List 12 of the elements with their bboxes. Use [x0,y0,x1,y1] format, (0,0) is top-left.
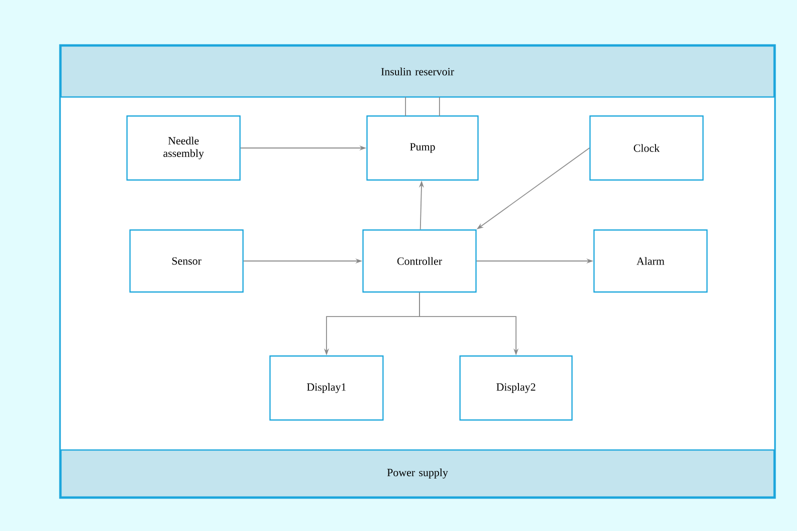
block-box: Clock [589,115,704,181]
band: Power supply [60,449,775,498]
block-box: Alarm [593,229,708,293]
block-box: Needle assembly [126,115,241,181]
block-box: Pump [366,115,479,181]
block-box: Controller [362,229,477,293]
block-box: Display1 [269,355,384,421]
block-box: Display2 [459,355,573,421]
band: Insulin reservoir [60,45,775,98]
connector-line [439,96,440,116]
connector-line [405,96,406,116]
block-box: Sensor [129,229,244,293]
